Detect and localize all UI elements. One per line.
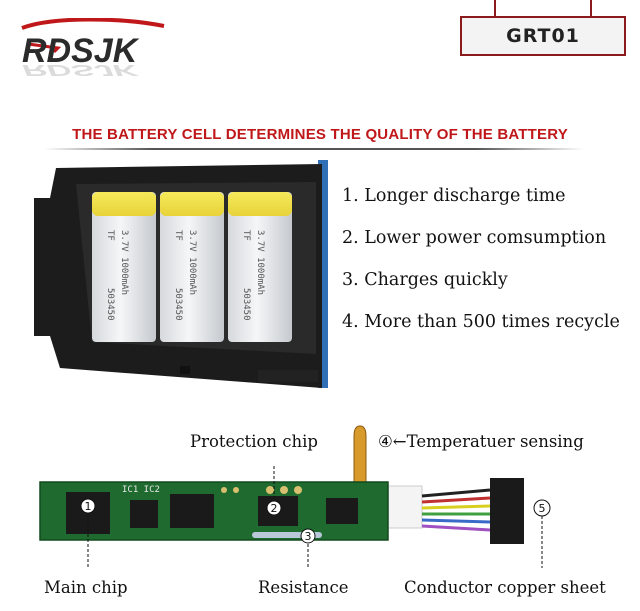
feature-item: 2. Lower power comsumption	[342, 228, 607, 248]
headline: THE BATTERY CELL DETERMINES THE QUALITY …	[72, 126, 568, 143]
feature-item: 4. More than 500 times recycle	[342, 312, 620, 332]
feature-list: 1. Longer discharge time 2. Lower power …	[342, 182, 620, 350]
cell-2-spec: 3.7V 1000mAh	[187, 230, 197, 295]
protection-board-illustration: IC1 IC2 1 2 3 5	[39, 425, 551, 568]
battery-cell-3	[228, 192, 292, 342]
temperature-sensor	[353, 425, 367, 493]
feature-item: 3. Charges quickly	[342, 270, 508, 290]
marker-5: 5	[539, 502, 546, 515]
battery-cell-1	[92, 192, 156, 342]
cell-1-spec: 3.7V 1000mAh	[119, 230, 129, 295]
brand-logo-reflection: RDSJK	[22, 61, 140, 78]
cell-1-model: 503450	[105, 288, 115, 321]
marker-1: 1	[85, 500, 92, 513]
copper-sheet-label: Conductor copper sheet	[404, 578, 606, 597]
cell-3-spec: 3.7V 1000mAh	[255, 230, 265, 295]
headline-divider	[44, 148, 584, 150]
marker-3: 3	[305, 530, 312, 543]
main-chip-label: Main chip	[44, 578, 128, 597]
temperature-sensing-label: ④←Temperatuer sensing	[378, 432, 584, 451]
feature-item: 1. Longer discharge time	[342, 186, 566, 206]
cell-2-model: 503450	[173, 288, 183, 321]
brand-logo-text: RDSJK	[22, 32, 140, 70]
model-badge: GRT01	[460, 0, 626, 56]
cell-3-model: 503450	[241, 288, 251, 321]
cell-3-brand: TF	[241, 230, 251, 241]
battery-pack-illustration: TF 503450 3.7V 1000mAh TF 503450 3.7V 10…	[34, 160, 328, 388]
battery-edge	[318, 160, 328, 388]
brand-logo: RDSJK RDSJK	[21, 18, 165, 79]
resistance-label: Resistance	[258, 578, 349, 597]
marker-2: 2	[271, 502, 278, 515]
cell-2-brand: TF	[173, 230, 183, 241]
cable-connector	[490, 478, 524, 544]
protection-chip-label: Protection chip	[190, 432, 318, 451]
model-code: GRT01	[506, 25, 580, 47]
pcb-silkscreen: IC1 IC2	[122, 485, 160, 495]
battery-cell-2	[160, 192, 224, 342]
cell-1-brand: TF	[105, 230, 115, 241]
